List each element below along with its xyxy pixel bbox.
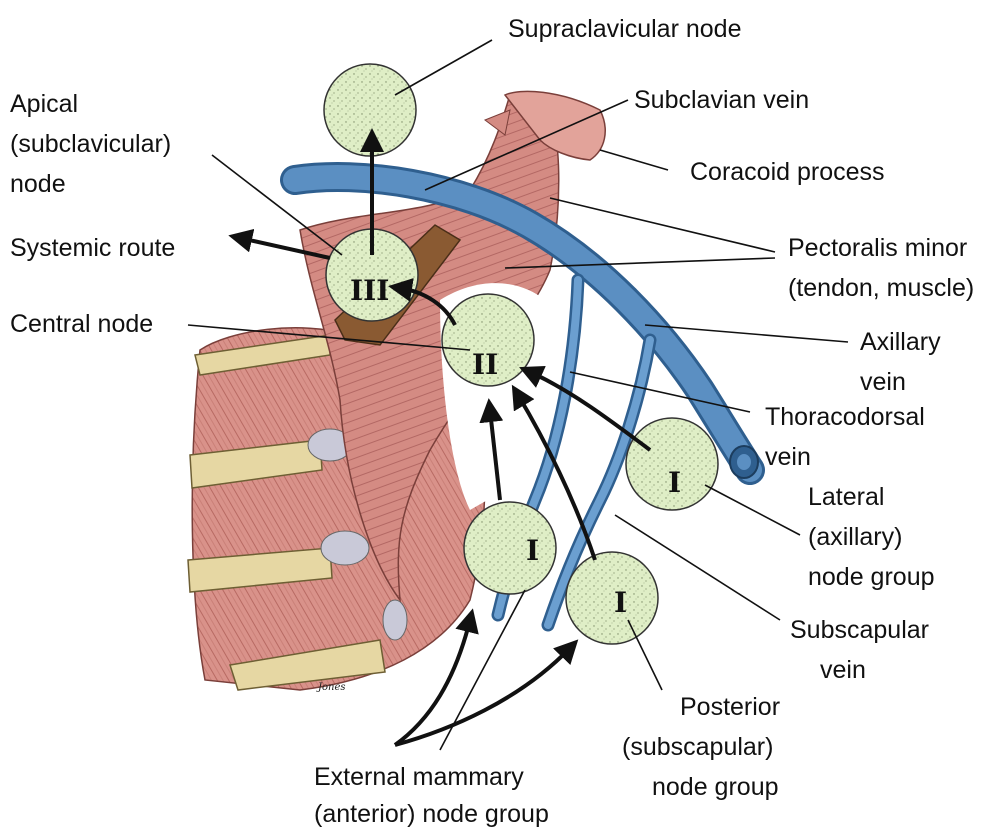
lateral-node-mark: I — [668, 466, 681, 499]
arrow-posterior-inflow — [395, 648, 570, 745]
label-systemic-route: Systemic route — [10, 234, 175, 262]
label-axillary-vein-line2: vein — [860, 368, 906, 396]
label-coracoid-process: Coracoid process — [690, 158, 885, 186]
label-pectoralis-line2: (tendon, muscle) — [788, 274, 974, 302]
label-lateral-line2: (axillary) — [808, 523, 902, 551]
posterior-node-mark: I — [614, 586, 627, 619]
label-pectoralis-line1: Pectoralis minor — [788, 234, 967, 262]
label-subscapular-vein-line1: Subscapular — [790, 616, 929, 644]
label-supraclavicular-node: Supraclavicular node — [508, 15, 741, 43]
label-posterior-line1: Posterior — [680, 693, 780, 721]
label-posterior-line2: (subscapular) — [622, 733, 773, 761]
label-central-node: Central node — [10, 310, 153, 338]
lateral-node: I — [626, 418, 718, 510]
label-apical-line1: Apical — [10, 90, 78, 118]
posterior-node: I — [566, 552, 658, 644]
label-lateral-line1: Lateral — [808, 483, 884, 511]
label-thoracodorsal-line2: vein — [765, 443, 811, 471]
label-subclavian-vein: Subclavian vein — [634, 86, 809, 114]
central-node: II — [442, 294, 534, 386]
apical-node-mark: III — [350, 274, 389, 307]
label-posterior-line3: node group — [652, 773, 779, 801]
cartilage-2 — [321, 531, 369, 565]
artist-signature: Jones — [316, 682, 346, 693]
label-apical-line3: node — [10, 170, 66, 198]
label-lateral-line3: node group — [808, 563, 935, 591]
label-apical-line2: (subclavicular) — [10, 130, 171, 158]
label-external-line1: External mammary — [314, 763, 524, 791]
cartilage-3 — [383, 600, 407, 640]
label-subscapular-vein-line2: vein — [820, 656, 866, 684]
label-thoracodorsal-line1: Thoracodorsal — [765, 403, 925, 431]
label-external-line2: (anterior) node group — [314, 800, 549, 828]
central-node-mark: II — [472, 348, 498, 381]
external-node-mark: I — [526, 534, 539, 567]
external-mammary-node: I — [464, 502, 556, 594]
label-axillary-vein-line1: Axillary — [860, 328, 941, 356]
